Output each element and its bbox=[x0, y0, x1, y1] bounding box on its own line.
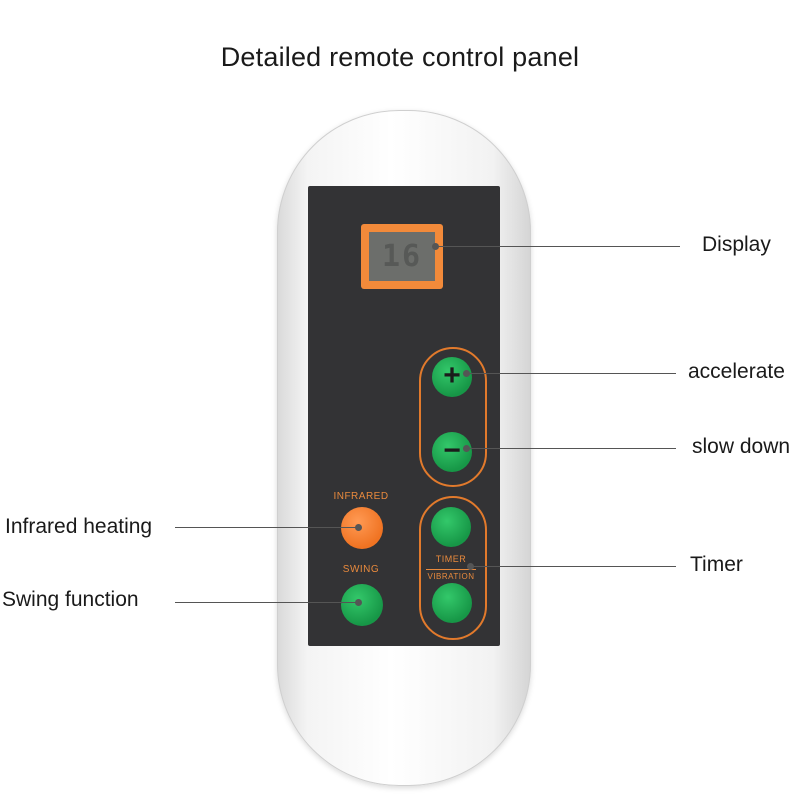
swing-callout-dot bbox=[355, 599, 362, 606]
infrared-callout-line bbox=[175, 527, 357, 528]
infrared-callout-dot bbox=[355, 524, 362, 531]
swing-callout-line bbox=[175, 602, 357, 603]
swing-function-callout: Swing function bbox=[2, 588, 139, 611]
timer-label: TIMER bbox=[435, 554, 467, 564]
slow-down-callout-line bbox=[467, 448, 676, 449]
infrared-heating-callout: Infrared heating bbox=[5, 515, 153, 538]
display-value: 16 bbox=[381, 239, 423, 274]
timer-callout: Timer bbox=[690, 553, 743, 576]
accelerate-callout-dot bbox=[463, 370, 470, 377]
timer-button[interactable] bbox=[431, 507, 471, 547]
infrared-label: INFRARED bbox=[333, 491, 389, 502]
led-screen: 16 bbox=[369, 232, 435, 281]
display-callout: Display bbox=[702, 233, 771, 256]
timer-callout-line bbox=[471, 566, 676, 567]
page-title: Detailed remote control panel bbox=[220, 42, 580, 72]
accelerate-callout-line bbox=[467, 373, 676, 374]
plus-icon: + bbox=[443, 359, 461, 392]
accelerate-button[interactable]: + bbox=[432, 357, 472, 397]
timer-button-group bbox=[419, 496, 487, 640]
minus-icon: − bbox=[443, 434, 461, 467]
slow-down-callout: slow down bbox=[692, 435, 791, 458]
speed-button-group bbox=[419, 347, 487, 487]
timer-callout-dot bbox=[467, 563, 474, 570]
vibration-button[interactable] bbox=[432, 583, 472, 623]
slow-down-button[interactable]: − bbox=[432, 432, 472, 472]
slow-down-callout-dot bbox=[463, 445, 470, 452]
display-callout-dot bbox=[432, 243, 439, 250]
accelerate-callout: accelerate bbox=[688, 360, 785, 383]
swing-label: SWING bbox=[342, 564, 380, 575]
vibration-label: VIBRATION bbox=[427, 572, 475, 581]
timer-divider bbox=[426, 569, 476, 570]
display-callout-line bbox=[436, 246, 680, 247]
swing-button[interactable] bbox=[341, 584, 383, 626]
led-display: 16 bbox=[361, 224, 443, 289]
infrared-button[interactable] bbox=[341, 507, 383, 549]
